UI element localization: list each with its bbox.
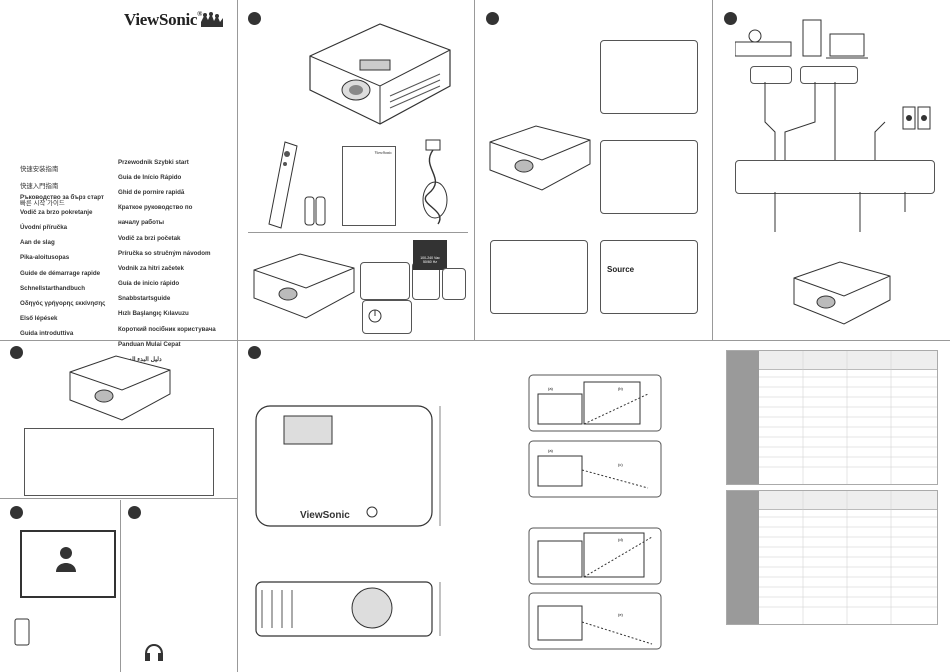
projector-front-view xyxy=(255,581,441,637)
column-divider xyxy=(237,0,238,672)
power-plug-detail-panel xyxy=(600,40,698,114)
diagram-label-a: (a) xyxy=(548,386,554,391)
projector-io-panel xyxy=(735,160,935,194)
manual-cover-brand: ViewSonic xyxy=(374,150,392,155)
step-4-marker xyxy=(10,346,23,359)
throw-diagram: (e) xyxy=(528,592,662,650)
step-6-marker xyxy=(128,506,141,519)
batteries-illustration xyxy=(304,196,326,226)
step-1-marker xyxy=(248,12,261,25)
section-divider xyxy=(0,498,237,499)
table-header-column xyxy=(727,491,759,624)
table-header-row xyxy=(759,351,937,370)
diagram-label-c: (c) xyxy=(618,462,623,467)
projector-power-illustration xyxy=(253,253,355,319)
projector-adjust-illustration xyxy=(69,355,171,421)
brand-logo: ViewSonic® xyxy=(124,10,203,29)
power-icon xyxy=(368,309,382,323)
remote-control-illustration xyxy=(268,141,298,229)
diagram-label-b: (b) xyxy=(618,386,624,391)
projector-connected-illustration xyxy=(793,261,891,325)
table-grid xyxy=(759,351,937,484)
diagram-label-a: (a) xyxy=(548,448,554,453)
throw-diagram: (a) (c) xyxy=(528,440,662,498)
headphones-icon xyxy=(145,644,163,661)
table-grid xyxy=(759,491,937,624)
device-port-hdmi xyxy=(750,66,792,84)
throw-distance-table xyxy=(726,350,938,485)
throw-diagram: (a) (b) xyxy=(528,374,662,432)
column-divider xyxy=(474,0,475,340)
source-button[interactable]: Source xyxy=(607,265,635,274)
user-icon xyxy=(56,547,76,572)
projector-top-view: ViewSonic xyxy=(255,405,441,527)
table-header-column xyxy=(727,351,759,484)
zoom-adjust-panel xyxy=(24,428,214,496)
focus-ring-panel xyxy=(490,240,588,314)
column-divider xyxy=(712,0,713,340)
step-2-marker xyxy=(486,12,499,25)
projector-illustration xyxy=(309,23,451,125)
step-7-marker xyxy=(248,346,261,359)
diagram-label-d: (d) xyxy=(618,537,624,542)
throw-distance-table xyxy=(726,490,938,625)
source-devices-illustration xyxy=(735,19,868,59)
table-header-row xyxy=(759,491,937,510)
power-button-panel xyxy=(362,300,412,334)
step-5-marker xyxy=(10,506,23,519)
guide-titles-right: Przewodnik Szybki start Guia de Início R… xyxy=(118,158,216,364)
phone-icon xyxy=(14,618,30,646)
connection-cables xyxy=(764,82,906,232)
source-button-panel: Source xyxy=(600,240,698,314)
wall-outlet-panel xyxy=(442,268,466,300)
diagram-label-e: (e) xyxy=(618,612,624,617)
device-port-video xyxy=(800,66,858,84)
projector-setup-illustration xyxy=(489,125,591,191)
birds-logo-icon xyxy=(201,12,223,27)
step-3-marker xyxy=(724,12,737,25)
speaker-icon xyxy=(902,106,931,130)
quick-start-manual: ViewSonic xyxy=(342,146,396,226)
power-socket-panel xyxy=(360,262,410,300)
section-divider xyxy=(120,500,121,672)
power-cord-illustration xyxy=(422,139,448,225)
section-divider xyxy=(248,232,468,233)
guide-titles-left: Ръководство за бърз старт Vodič za brzo … xyxy=(20,193,106,338)
throw-diagram: (d) xyxy=(528,527,662,585)
cjk-guide-titles: 快速安装指南 快速入門指南 빠른 시작 가이드 xyxy=(20,165,65,207)
power-button-detail-panel xyxy=(600,140,698,214)
row-divider xyxy=(0,340,950,341)
voltage-warning-badge: 100-240 Vac 50/60 Hz xyxy=(413,240,447,270)
svg-text:ViewSonic: ViewSonic xyxy=(300,510,350,521)
